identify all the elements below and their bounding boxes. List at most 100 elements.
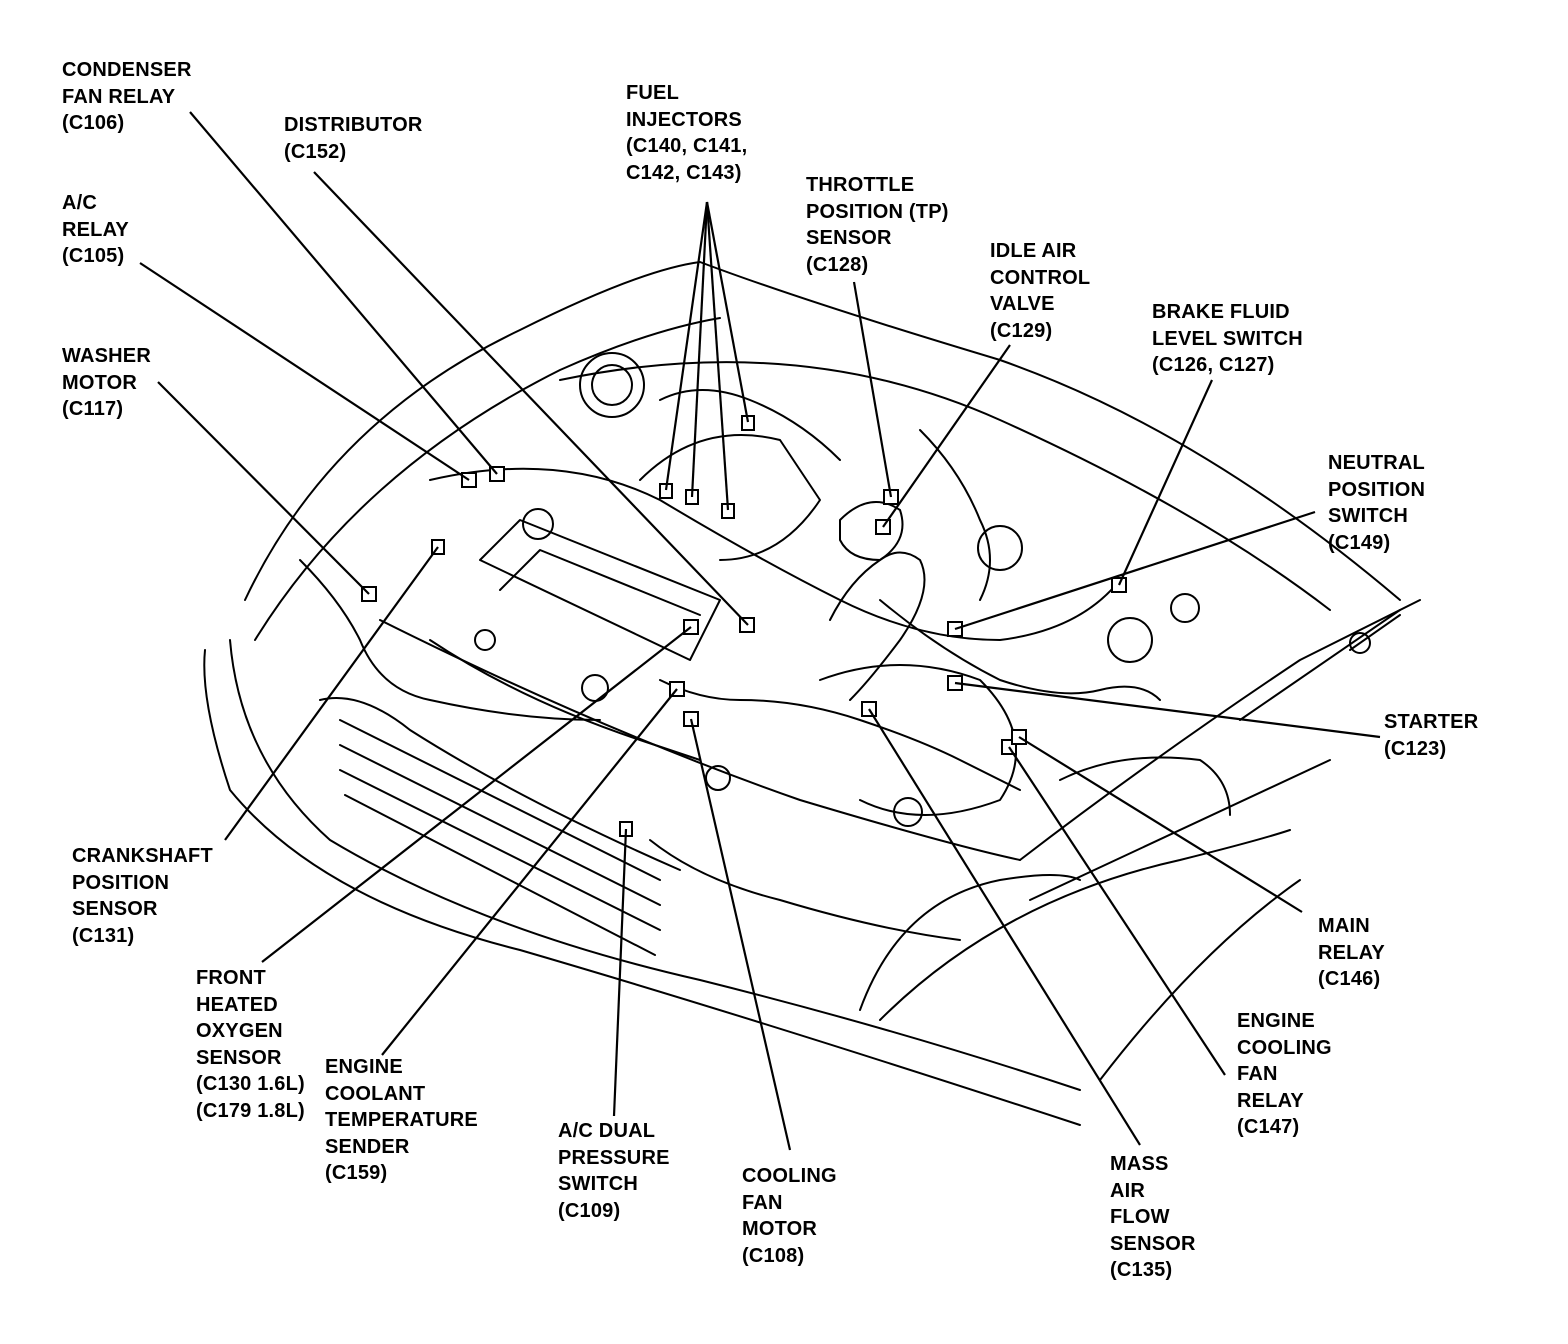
label-line: FAN RELAY	[62, 85, 176, 108]
label-line: THROTTLE	[806, 174, 915, 196]
grille-slat-4	[344, 794, 656, 956]
label-line: C142, C143)	[626, 161, 742, 184]
label-line: SENSOR	[196, 1046, 282, 1069]
label-line: ENGINE	[1237, 1010, 1315, 1032]
leader-mass-air-flow-sensor	[868, 708, 1141, 1146]
leader-fuel-injectors-4	[705, 201, 750, 423]
label-line: LEVEL SWITCH	[1152, 327, 1303, 350]
label-line: BRAKE FLUID	[1152, 301, 1290, 323]
strut-rod	[1349, 614, 1401, 651]
label-line: RELAY	[1237, 1089, 1304, 1112]
label-line: A/C	[62, 192, 98, 214]
label-mass-air-flow-sensor: MASS AIR FLOW SENSOR (C135)	[1110, 1151, 1196, 1284]
label-line: POSITION (TP)	[806, 200, 949, 223]
label-line: MOTOR	[62, 371, 138, 394]
label-line: (C149)	[1328, 531, 1391, 554]
label-line: PRESSURE	[558, 1146, 670, 1169]
harness-7	[659, 389, 841, 461]
label-line: OXYGEN	[196, 1020, 283, 1042]
label-line: (C146)	[1318, 968, 1381, 990]
label-crankshaft-position-sensor: CRANKSHAFT POSITION SENSOR (C131)	[72, 843, 213, 949]
leader-engine-coolant-temperature-sender	[381, 688, 678, 1056]
relay-cap	[893, 797, 923, 827]
leader-fuel-injectors-3	[705, 201, 730, 511]
label-line: (C147)	[1237, 1116, 1300, 1138]
fender-arc	[879, 829, 1291, 1021]
label-line: TEMPERATURE	[325, 1109, 478, 1131]
intake-manifold	[639, 434, 821, 561]
grille-slat-3	[339, 769, 661, 931]
label-line: DISTRIBUTOR	[284, 114, 423, 136]
label-fuel-injectors: FUEL INJECTORS (C140, C141, C142, C143)	[626, 80, 747, 186]
label-line: (C135)	[1110, 1259, 1173, 1281]
headlight-right	[859, 874, 1081, 1011]
label-line: RELAY	[1318, 941, 1385, 964]
label-line: SENDER	[325, 1135, 410, 1158]
leader-starter	[954, 681, 1381, 739]
label-condenser-fan-relay: CONDENSER FAN RELAY (C106)	[62, 57, 192, 137]
air-intake-duct	[829, 551, 926, 701]
label-line: (C130 1.6L)	[196, 1073, 305, 1095]
label-line: CRANKSHAFT	[72, 845, 213, 867]
bumper-cap	[1349, 632, 1371, 654]
harness-8	[919, 429, 991, 601]
radiator-support	[379, 619, 1021, 861]
engine-lower	[429, 639, 701, 761]
front-bumper	[203, 649, 1081, 1126]
oil-cap	[522, 508, 554, 540]
label-line: COOLING	[1237, 1036, 1332, 1059]
label-line: SENSOR	[72, 898, 158, 920]
label-line: RELAY	[62, 218, 129, 241]
wiper-motor-cap	[1170, 593, 1200, 623]
leader-idle-air-control-valve	[882, 344, 1011, 528]
grille-slat-2	[339, 744, 661, 906]
label-line: INJECTORS	[626, 108, 742, 131]
label-line: FAN	[1237, 1063, 1278, 1085]
label-line: (C123)	[1384, 737, 1447, 760]
leader-fuel-injectors-2	[690, 201, 709, 498]
label-ac-relay: A/C RELAY (C105)	[62, 190, 129, 270]
harness-1	[429, 467, 1121, 641]
label-line: HEATED	[196, 993, 278, 1016]
leader-condenser-fan-relay	[189, 111, 498, 475]
throttle-body	[839, 501, 904, 561]
label-line: A/C DUAL	[558, 1120, 656, 1142]
leader-crankshaft-position-sensor	[224, 546, 439, 841]
label-line: CONDENSER	[62, 59, 192, 81]
label-line: STARTER	[1384, 711, 1479, 733]
leader-ac-dual-pressure-switch	[612, 828, 628, 1117]
label-engine-coolant-temperature-sender: ENGINE COOLANT TEMPERATURE SENDER (C159)	[325, 1054, 478, 1187]
label-distributor: DISTRIBUTOR (C152)	[284, 112, 423, 165]
label-line: MOTOR	[742, 1218, 818, 1240]
label-starter: STARTER (C123)	[1384, 709, 1478, 762]
label-line: MAIN	[1318, 915, 1370, 937]
leader-main-relay	[1018, 736, 1303, 913]
label-line: FLOW	[1110, 1206, 1170, 1228]
leader-brake-fluid-level-switch	[1117, 379, 1214, 586]
label-line: VALVE	[990, 293, 1055, 315]
harness-6	[649, 839, 961, 941]
right-fender	[1019, 599, 1421, 861]
label-cooling-fan-motor: COOLING FAN MOTOR (C108)	[742, 1163, 837, 1269]
label-line: SENSOR	[806, 227, 892, 249]
sensor-cap	[474, 629, 496, 651]
label-line: COOLING	[742, 1165, 837, 1187]
label-line: NEUTRAL	[1328, 452, 1425, 474]
grille-slat-1	[339, 719, 661, 881]
strut-tower-left	[591, 364, 633, 406]
label-line: SWITCH	[1328, 505, 1409, 527]
bumper-inner	[229, 639, 1081, 1091]
label-front-heated-oxygen-sensor: FRONT HEATED OXYGEN SENSOR (C130 1.6L) (…	[196, 965, 305, 1124]
harness-2	[299, 559, 601, 721]
label-line: (C108)	[742, 1244, 805, 1267]
label-line: (C106)	[62, 112, 125, 134]
label-line: (C159)	[325, 1162, 388, 1184]
leader-distributor	[313, 171, 749, 626]
label-line: FAN	[742, 1191, 783, 1214]
label-line: FUEL	[626, 82, 680, 104]
label-brake-fluid-level-switch: BRAKE FLUID LEVEL SWITCH (C126, C127)	[1152, 299, 1303, 379]
leader-neutral-position-switch	[954, 510, 1316, 631]
label-ac-dual-pressure-switch: A/C DUAL PRESSURE SWITCH (C109)	[558, 1118, 670, 1224]
label-line: (C152)	[284, 140, 347, 163]
coolant-cap	[581, 674, 609, 702]
